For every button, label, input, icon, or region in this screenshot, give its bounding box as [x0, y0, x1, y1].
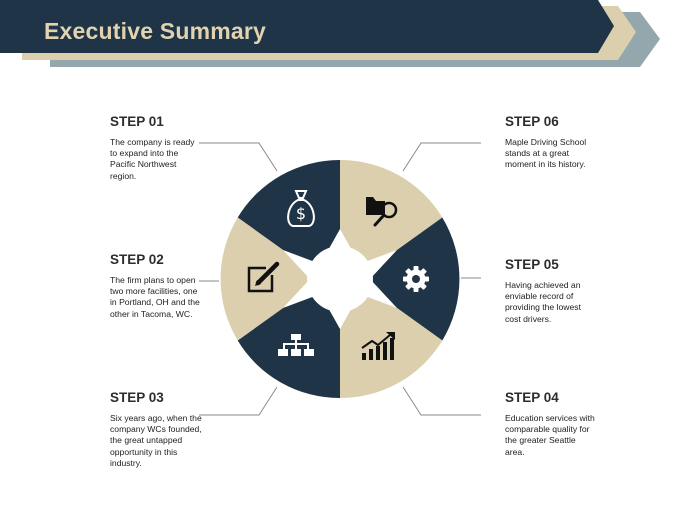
- header-banner: [0, 0, 660, 67]
- connector-step-06: [402, 142, 481, 172]
- money-bag-icon: $: [287, 190, 315, 227]
- gear-icon: [403, 266, 429, 292]
- segment-step-03: [237, 296, 340, 399]
- step-06-label: STEP 06: [505, 114, 559, 129]
- step-04-label: STEP 04: [505, 390, 559, 405]
- page-title: Executive Summary: [44, 18, 267, 44]
- step-06-text: Maple Driving School stands at a great m…: [505, 137, 587, 170]
- segment-step-02: [220, 217, 310, 341]
- step-01: STEP 01 The company is ready to expand i…: [110, 114, 202, 182]
- edit-icon: [247, 261, 280, 293]
- step-06: STEP 06 Maple Driving School stands at a…: [505, 114, 597, 171]
- step-05: STEP 05 Having achieved an enviable reco…: [505, 257, 597, 325]
- step-03: STEP 03 Six years ago, when the company …: [110, 390, 202, 469]
- step-05-label: STEP 05: [505, 257, 559, 272]
- step-02-text: The firm plans to open two more faciliti…: [110, 275, 200, 319]
- step-03-label: STEP 03: [110, 390, 164, 405]
- step-04-text: Education services with comparable quali…: [505, 413, 595, 457]
- step-02: STEP 02 The firm plans to open two more …: [110, 252, 202, 320]
- banner-front-arrow: [0, 0, 614, 53]
- step-01-label: STEP 01: [110, 114, 164, 129]
- connector-step-03: [199, 386, 278, 416]
- folder-search-icon: [366, 197, 398, 227]
- org-chart-icon: [278, 334, 314, 356]
- connector-step-04: [402, 386, 481, 416]
- growth-chart-icon: [361, 332, 395, 360]
- step-04: STEP 04 Education services with comparab…: [505, 390, 597, 458]
- center-hole: [307, 246, 373, 312]
- step-01-text: The company is ready to expand into the …: [110, 137, 195, 181]
- segment-step-06: [340, 159, 443, 262]
- step-03-text: Six years ago, when the company WCs foun…: [110, 413, 202, 468]
- connector-step-01: [199, 142, 278, 172]
- step-05-text: Having achieved an enviable record of pr…: [505, 280, 581, 324]
- step-02-label: STEP 02: [110, 252, 164, 267]
- svg-text:$: $: [296, 204, 306, 223]
